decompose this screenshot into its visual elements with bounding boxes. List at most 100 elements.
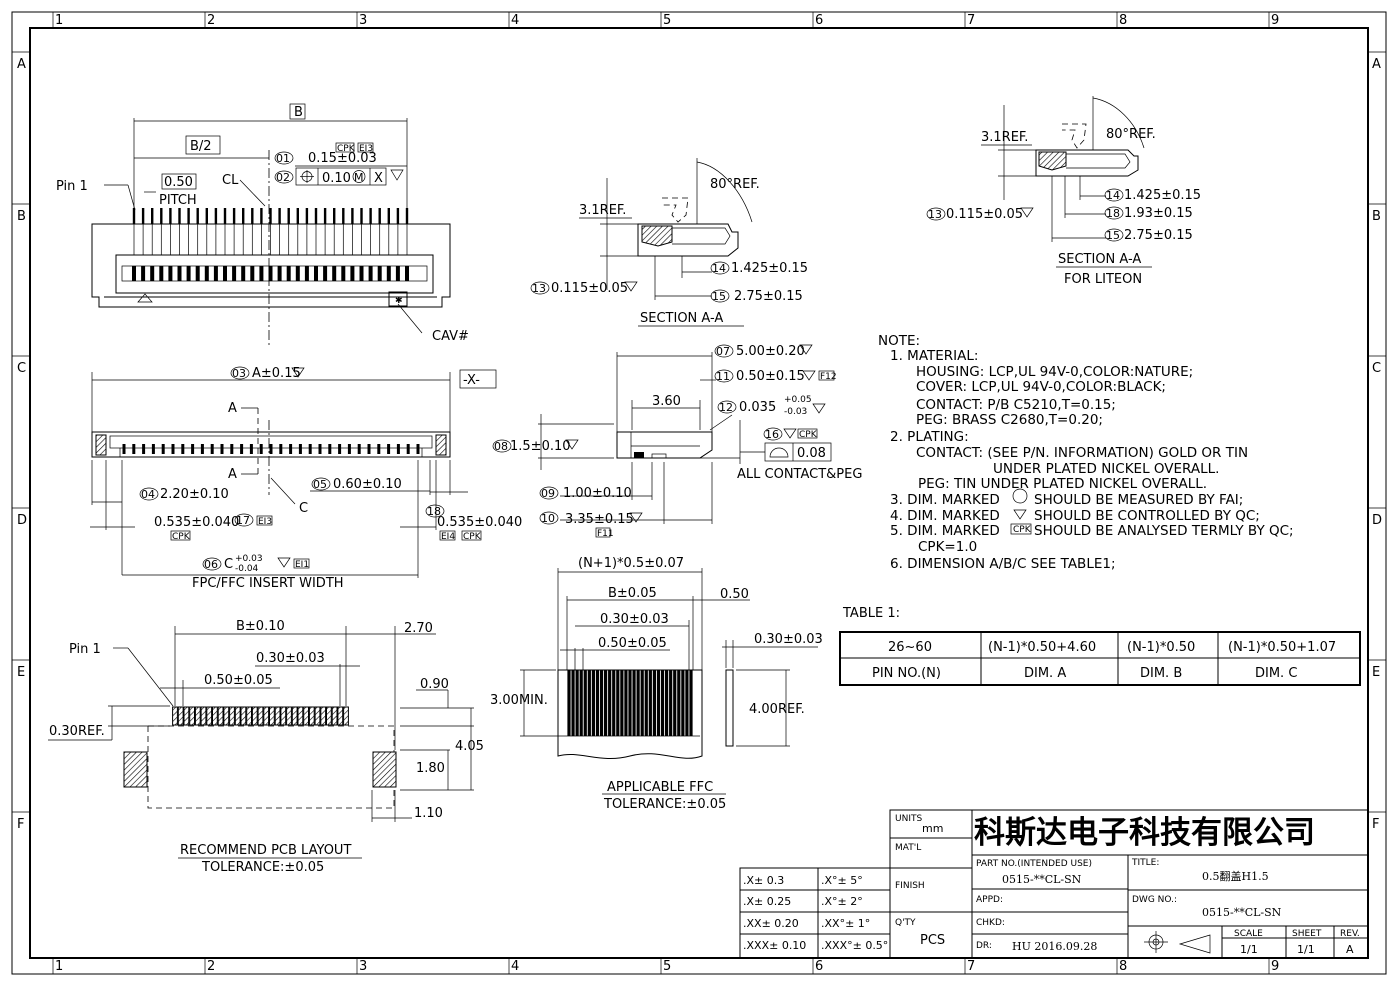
front-pin — [347, 444, 351, 454]
top-pin — [187, 208, 190, 224]
ffc-conductor — [567, 670, 571, 736]
border-row-label: D — [17, 513, 27, 528]
partno-label: PART NO.(INTENDED USE) — [976, 859, 1092, 869]
tol-x: .X± 0.3 — [743, 874, 784, 887]
rev-label: REV. — [1340, 929, 1360, 939]
border-row-label: F — [1372, 817, 1379, 832]
ffc-title: APPLICABLE FFC — [607, 780, 713, 795]
cav-marker: ✱ — [395, 296, 403, 306]
pcb-pad — [223, 706, 230, 726]
table1-r1c3: (N-1)*0.50 — [1127, 640, 1195, 655]
top-pin-contact — [232, 266, 237, 281]
note-17: 6. DIMENSION A/B/C SEE TABLE1; — [890, 556, 1116, 572]
top-pin-contact — [341, 266, 346, 281]
ref31-label: 3.1REF. — [579, 203, 626, 218]
cl-label: CL — [222, 173, 239, 188]
chkd-label: CHKD: — [976, 918, 1005, 928]
dim07-tag: 07 — [716, 345, 730, 358]
ffc-conductor — [571, 670, 575, 736]
dim03-value: A±0.15 — [252, 366, 301, 381]
front-pin — [298, 444, 302, 454]
top-pin — [141, 208, 145, 224]
dim02-mmc: M — [354, 171, 364, 184]
front-pin — [210, 444, 214, 454]
ffc-conductor — [652, 670, 656, 736]
dim06-tag: 06 — [204, 558, 218, 571]
front-pin — [230, 444, 234, 454]
top-pin — [405, 208, 409, 224]
dim04-value: 2.20±0.10 — [160, 487, 229, 502]
pcb-dim-180: 1.80 — [416, 761, 445, 776]
note-16: CPK=1.0 — [918, 539, 977, 555]
front-pin — [259, 444, 263, 454]
top-pin-contact — [177, 266, 182, 281]
pcb-pad — [257, 706, 264, 726]
pcb-pad — [274, 706, 281, 726]
front-pin — [191, 444, 195, 454]
border-col-label: 8 — [1119, 959, 1127, 974]
pcb-dim-405: 4.05 — [455, 739, 484, 754]
top-pin-contact — [395, 266, 400, 281]
front-pin — [377, 444, 381, 454]
pcb-dim-030: 0.30±0.03 — [256, 651, 325, 666]
pin1-label: Pin 1 — [56, 179, 88, 194]
top-pin-contact — [405, 266, 409, 281]
ffc-conductor — [612, 670, 616, 736]
top-pin — [232, 208, 236, 224]
note-0: NOTE: — [878, 333, 920, 349]
pcb-pad — [229, 706, 235, 726]
scale-label: SCALE — [1234, 929, 1263, 939]
liteon-dim14-tag: 14 — [1106, 189, 1120, 202]
front-pin — [338, 444, 342, 454]
ei4-tag: EI4 — [441, 532, 455, 542]
pcb-pad — [263, 706, 270, 726]
top-pin — [305, 208, 309, 224]
top-pin — [205, 208, 208, 224]
front-pin — [161, 444, 165, 454]
border-col-label: 4 — [511, 13, 519, 28]
liteon-ref31: 3.1REF. — [981, 130, 1028, 145]
pcb-pad — [303, 706, 310, 726]
dim10-tag: 10 — [541, 512, 555, 525]
front-pin — [406, 444, 410, 454]
front-pin — [387, 444, 391, 454]
note-10: 3. DIM. MARKED — [890, 492, 1000, 508]
ffc-dim-030: 0.30±0.03 — [600, 612, 669, 627]
top-pin-contact — [295, 266, 300, 281]
border-col-label: 9 — [1271, 13, 1279, 28]
dim12-upper: +0.05 — [784, 395, 812, 405]
ffc-dim-050b: 0.50±0.05 — [598, 636, 667, 651]
top-pin-contact — [159, 266, 164, 281]
units-value: mm — [922, 822, 943, 835]
table1-r2c4: DIM. C — [1255, 666, 1297, 681]
liteon-dim18-tag: 18 — [1106, 207, 1120, 220]
cav-label: CAV# — [432, 329, 469, 344]
ffc-conductor — [677, 670, 681, 736]
note-4: CONTACT: P/B C5210,T=0.15; — [916, 397, 1116, 413]
section-aa: 3.1REF. 80°REF. 14 1.425±0.15 15 2.75±0.… — [530, 158, 808, 327]
all-contact-peg: ALL CONTACT&PEG — [737, 467, 862, 482]
note-6: 2. PLATING: — [890, 429, 969, 445]
sheet-label: SHEET — [1292, 929, 1322, 939]
title-label: TITLE: — [1131, 858, 1159, 868]
front-view: 03 A±0.15 -X- A A C 04 2.20±0.10 05 — [90, 366, 522, 591]
finish-label: FINISH — [895, 881, 925, 891]
top-pin — [242, 208, 245, 224]
dim10-value: 3.35±0.15 — [565, 512, 634, 527]
top-pin-contact — [286, 266, 291, 281]
ffc-conductor — [669, 670, 673, 736]
dim18-value: 0.535±0.040 — [437, 515, 522, 530]
pcb-pad — [269, 706, 275, 726]
top-pin-contact — [168, 266, 173, 281]
pcb-title: RECOMMEND PCB LAYOUT — [180, 843, 351, 858]
pcb-pad — [217, 706, 224, 726]
ffc-conductor — [624, 670, 628, 736]
border-col-label: 1 — [55, 959, 63, 974]
top-pin — [378, 208, 381, 224]
ffc-conductor — [628, 670, 632, 736]
border-row-label: E — [17, 665, 25, 680]
ffc-conductor — [681, 670, 685, 736]
dim15-value: 2.75±0.15 — [734, 289, 803, 304]
insert-width-label: FPC/FFC INSERT WIDTH — [192, 576, 344, 591]
pcb-dim-b: B±0.10 — [236, 619, 285, 634]
